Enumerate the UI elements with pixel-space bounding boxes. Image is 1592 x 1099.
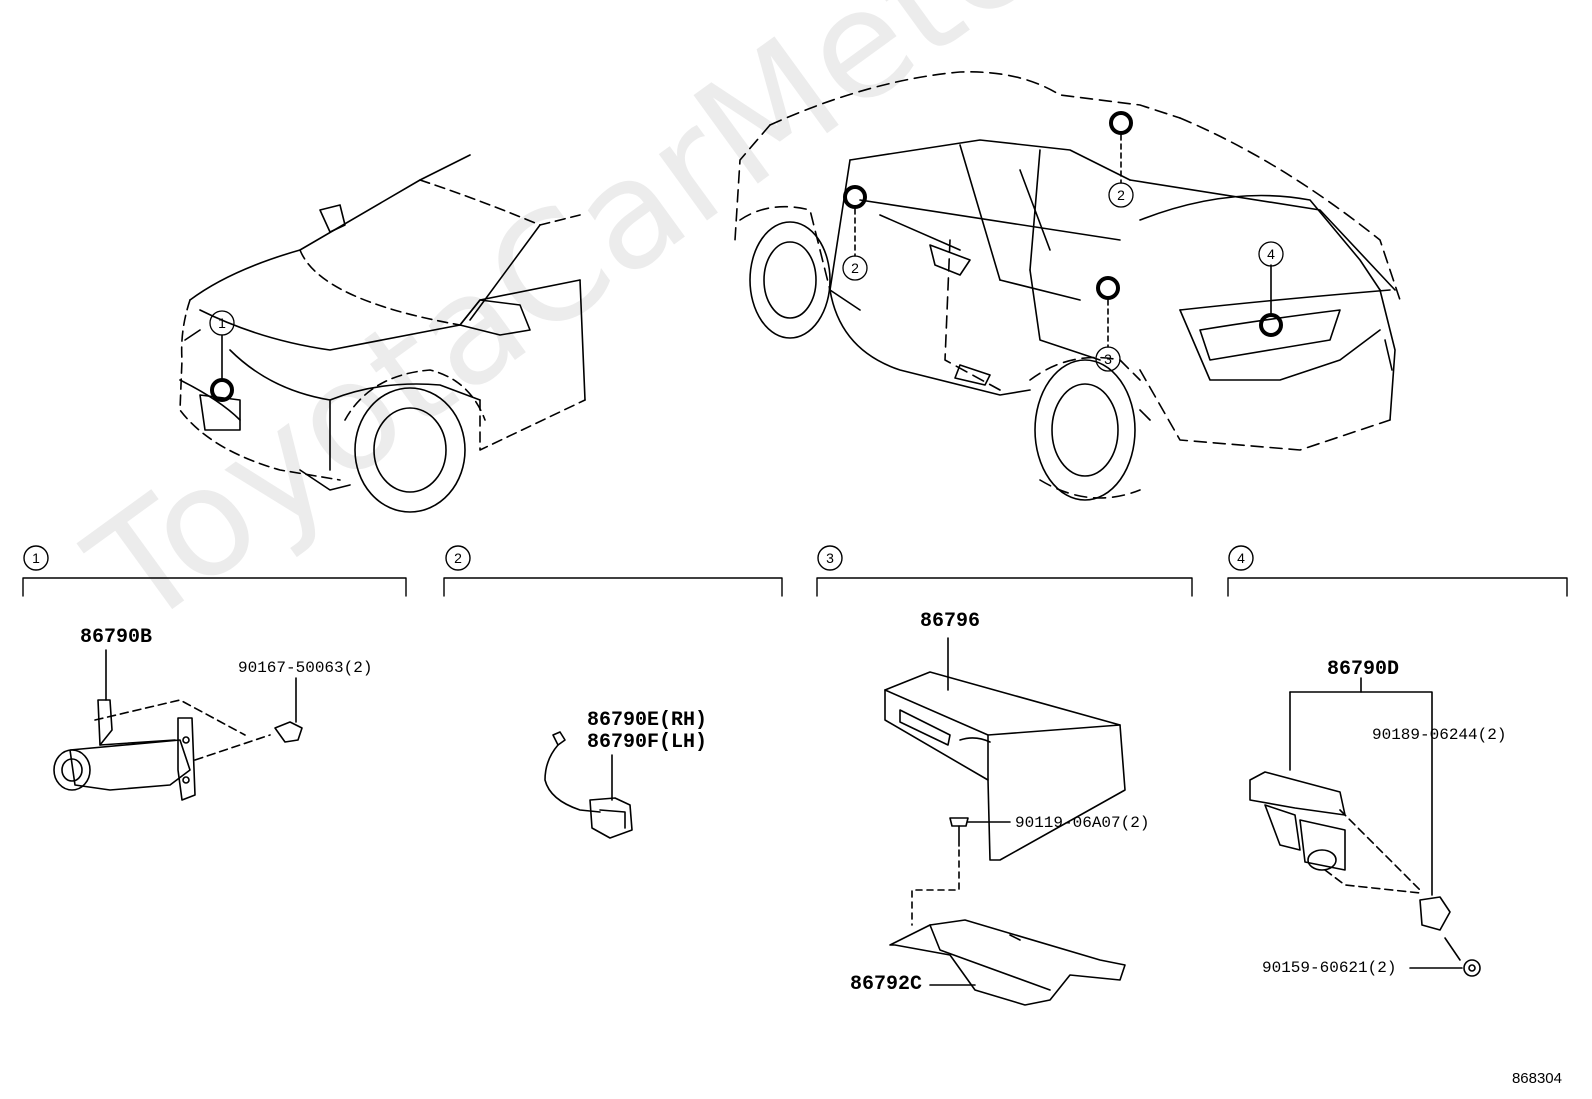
part-front-camera xyxy=(53,649,303,801)
section-1-number: 1 xyxy=(32,550,40,566)
rear-car-illustration: 2 2 3 4 xyxy=(734,71,1401,501)
part-label-86790E: 86790E(RH) xyxy=(587,709,708,732)
part-label-90159-60621: 90159-60621(2) xyxy=(1262,959,1397,977)
section-4-number: 4 xyxy=(1237,550,1245,566)
part-side-camera xyxy=(544,731,633,839)
diagram-id: 868304 xyxy=(1511,1070,1562,1087)
rear-callout-2b: 2 xyxy=(851,260,859,276)
section-2-number: 2 xyxy=(454,550,462,566)
part-label-86790F: 86790F(LH) xyxy=(587,731,708,754)
rear-callout-4: 4 xyxy=(1267,246,1275,262)
part-label-90119-06A07: 90119-06A07(2) xyxy=(1015,814,1150,832)
section-3-number: 3 xyxy=(826,550,834,566)
part-rear-camera xyxy=(1249,677,1481,977)
part-label-86790D: 86790D xyxy=(1327,658,1400,681)
rear-callout-2a: 2 xyxy=(1117,187,1125,203)
part-label-90189-06244: 90189-06244(2) xyxy=(1372,726,1507,744)
section-brackets: 1 2 3 4 xyxy=(22,545,1568,597)
front-car-illustration: 1 xyxy=(179,154,586,513)
part-label-86796: 86796 xyxy=(920,610,981,633)
part-label-90167-50063: 90167-50063(2) xyxy=(238,659,373,677)
front-callout-1: 1 xyxy=(218,315,226,331)
part-label-86790B: 86790B xyxy=(80,626,153,649)
part-ecu xyxy=(884,637,1126,1006)
rear-callout-3: 3 xyxy=(1104,351,1112,367)
part-label-86792C: 86792C xyxy=(850,973,923,996)
